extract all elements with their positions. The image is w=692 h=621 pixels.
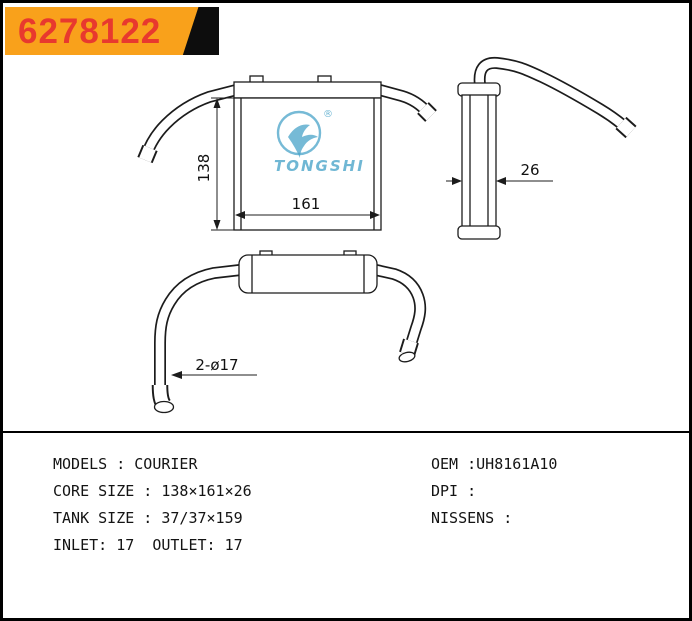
spec-core-size: CORE SIZE : 138×161×26	[53, 482, 252, 500]
spec-tank-size: TANK SIZE : 37/37×159	[53, 509, 243, 527]
dimension-front-height: 138	[195, 97, 234, 231]
spec-nissens: NISSENS :	[431, 509, 513, 527]
dim-label-26: 26	[520, 161, 539, 179]
side-view-drawing	[457, 56, 637, 240]
bottom-view-drawing	[151, 250, 427, 414]
dim-label-pipe: 2-ø17	[195, 356, 238, 374]
registered-mark: ®	[323, 109, 333, 120]
spec-models: MODELS : COURIER	[53, 455, 198, 473]
dimension-pipe-diameter: 2-ø17	[171, 356, 257, 379]
spec-oem: OEM :UH8161A10	[431, 455, 558, 473]
watermark-brand: TONGSHI	[274, 157, 365, 175]
specs-left-column: MODELS : COURIER CORE SIZE : 138×161×26 …	[53, 451, 252, 559]
part-number: 6278122	[18, 11, 162, 51]
spec-dpi: DPI :	[431, 482, 477, 500]
front-view-drawing	[137, 75, 437, 231]
specs-section: MODELS : COURIER CORE SIZE : 138×161×26 …	[3, 431, 689, 559]
watermark-logo: ® TONGSHI	[274, 109, 365, 175]
dimension-side-depth: 26	[446, 161, 553, 185]
specs-right-column: OEM :UH8161A10 DPI : NISSENS :	[431, 451, 661, 559]
spec-inlet-outlet: INLET: 17 OUTLET: 17	[53, 536, 243, 554]
technical-drawing: ® TONGSHI 138 161	[137, 56, 637, 414]
dim-label-138: 138	[195, 154, 213, 183]
dimension-front-width: 161	[235, 195, 380, 219]
part-number-badge: 6278122	[5, 7, 219, 55]
dim-label-161: 161	[292, 195, 321, 213]
bird-icon	[288, 124, 318, 158]
